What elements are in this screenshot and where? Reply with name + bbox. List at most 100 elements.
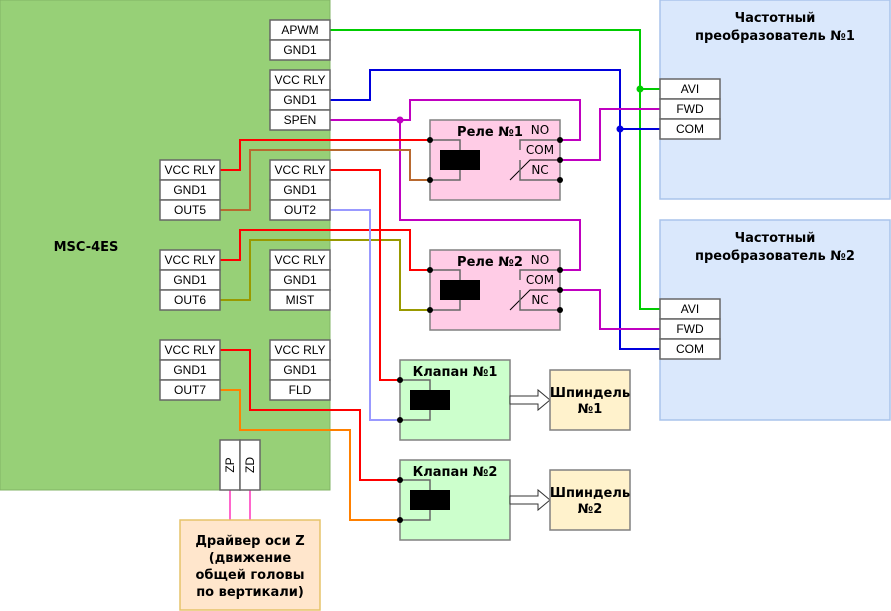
wires (220, 29, 660, 521)
vfd-1-pin-label: AVI (681, 82, 699, 96)
valve-2[interactable]: Клапан №2 (397, 459, 511, 541)
wire-gnd-com (330, 69, 660, 350)
relay-1-dot (427, 177, 433, 183)
vfd-2-pin-label: AVI (681, 302, 699, 316)
z-driver-line2: (движение (209, 551, 292, 566)
z-pins: ZP ZD (219, 439, 261, 491)
wire-spen-relay1 (400, 99, 581, 141)
relay-2-contact (519, 269, 560, 280)
z-driver-box[interactable] (179, 519, 321, 611)
relay-2-dot (557, 307, 563, 313)
spindle-2-line1: Шпиндель (550, 486, 630, 501)
arrow-valve2-spindle2-icon (509, 488, 551, 512)
valve-1-coil (410, 390, 450, 410)
terminal-pin-label: VCC RLY (164, 253, 215, 267)
relay-1-dot (557, 177, 563, 183)
terminal-pin-label: OUT6 (174, 293, 206, 307)
junctions (396, 85, 644, 133)
vfd-2-box[interactable] (659, 219, 891, 421)
z-driver-line1: Драйвер оси Z (195, 534, 304, 549)
relay-1-no: NO (531, 123, 549, 137)
terminal-pin[interactable] (269, 379, 331, 401)
valve-2-dot (397, 477, 403, 483)
controller-label: MSC-4ES (54, 240, 119, 255)
vfd-1-pin[interactable] (659, 118, 721, 140)
spindle-1[interactable]: Шпиндель №1 (549, 369, 631, 431)
terminal-pin[interactable] (269, 199, 331, 221)
terminal-pin[interactable] (269, 109, 331, 131)
valve-1[interactable]: Клапан №1 (397, 359, 511, 441)
wire-vcc-valve1 (330, 169, 400, 381)
terminal-pin-label: VCC RLY (274, 73, 325, 87)
spindle-2-line2: №2 (578, 502, 603, 517)
vfd-2-title-line1: Частотный (735, 231, 816, 246)
terminal-pin-label: GND1 (173, 363, 207, 377)
terminal-pin[interactable] (159, 289, 221, 311)
relay-2-dot (427, 307, 433, 313)
valve-2-coil (410, 490, 450, 510)
terminal-pin[interactable] (159, 199, 221, 221)
relay-2-coil (440, 280, 480, 300)
wire-out2 (330, 209, 400, 421)
relay-2-title: Реле №2 (457, 255, 523, 270)
valve-1-title: Клапан №1 (413, 365, 498, 380)
terminal-pin[interactable] (269, 39, 331, 61)
relay-1-coil (440, 150, 480, 170)
spindle-2[interactable]: Шпиндель №2 (549, 469, 631, 531)
valve-2-dot (397, 517, 403, 523)
wire-vcc-relay1 (220, 139, 430, 171)
relay-1-contact (519, 139, 560, 150)
terminal-pin-label: GND1 (283, 43, 317, 57)
spindle-1-box[interactable] (549, 369, 631, 431)
terminal-pin-label: SPEN (284, 113, 317, 127)
terminal-pin[interactable] (159, 379, 221, 401)
relay-2-nc: NC (531, 293, 548, 307)
wire-vcc-valve2 (220, 349, 400, 481)
relay-2-contact-nc2 (519, 290, 560, 311)
z-driver-line4: по вертикали) (196, 585, 304, 600)
vfd-2-title-line2: преобразователь №2 (695, 249, 855, 264)
relay-1-com: COM (526, 143, 554, 157)
terminal-pin-label: APWM (281, 23, 318, 37)
junction-spen (396, 116, 404, 124)
terminal-pin-label: GND1 (283, 363, 317, 377)
relay-1-contact-nc2 (519, 160, 560, 181)
vfd-2-pin[interactable] (659, 338, 721, 360)
terminal-pin-label: VCC RLY (274, 253, 325, 267)
wire-spen-relay2 (399, 120, 581, 271)
relay-2[interactable]: Реле №2 NO COM NC (427, 249, 563, 331)
terminal-pin-label: VCC RLY (164, 163, 215, 177)
vfd-1-title-line2: преобразователь №1 (695, 29, 855, 44)
valve-1-dot (397, 377, 403, 383)
relay-2-dot (427, 267, 433, 273)
pin-zd[interactable] (239, 439, 261, 491)
relay-2-com: COM (526, 273, 554, 287)
terminal-pin-label: OUT7 (174, 383, 206, 397)
relay-1-dot (557, 137, 563, 143)
relay-2-dot (557, 267, 563, 273)
valve-2-title: Клапан №2 (413, 465, 498, 480)
relay-2-dot (557, 287, 563, 293)
junction-gnd (616, 125, 624, 133)
vfd-1-title-line1: Частотный (735, 11, 816, 26)
z-driver[interactable]: Драйвер оси Z (движение общей головы по … (179, 519, 321, 611)
terminal-group-apwm: APWM GND1 (269, 19, 331, 61)
terminal-pin-label: FLD (289, 383, 312, 397)
vfd-2-pin-label: FWD (676, 322, 704, 336)
terminal-pin-label: GND1 (173, 273, 207, 287)
wire-out6 (220, 239, 430, 311)
terminal-pin-label: VCC RLY (274, 343, 325, 357)
terminal-pin[interactable] (269, 289, 331, 311)
relay-1[interactable]: Реле №1 NO COM NC (427, 119, 563, 201)
spindle-2-box[interactable] (549, 469, 631, 531)
wire-out5 (220, 149, 430, 211)
relay-1-nc: NC (531, 163, 548, 177)
terminal-pin-label: OUT2 (284, 203, 316, 217)
